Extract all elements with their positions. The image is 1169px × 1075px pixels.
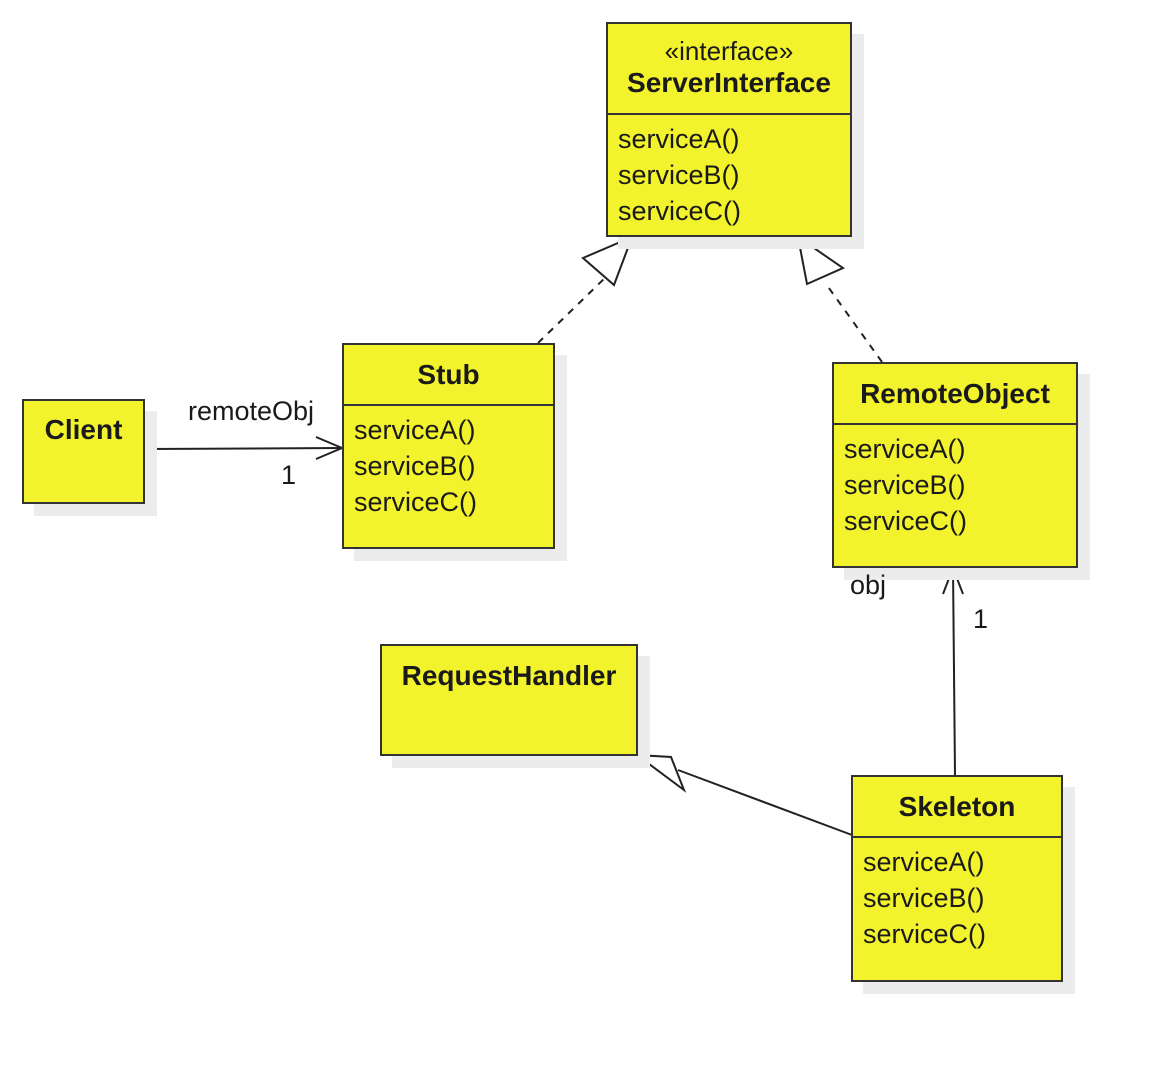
multiplicity-label-stub: 1: [281, 460, 297, 490]
operation: serviceC(): [618, 196, 742, 226]
stub-operations: serviceA() serviceB() serviceC(): [344, 406, 553, 520]
request-handler-header: RequestHandler: [382, 646, 636, 693]
stub-name: Stub: [417, 359, 480, 390]
client-header: Client: [24, 401, 143, 447]
skeleton-name: Skeleton: [898, 791, 1016, 822]
remote-object-name: RemoteObject: [860, 378, 1050, 409]
request-handler-name: RequestHandler: [401, 660, 617, 691]
remote-object-operations: serviceA() serviceB() serviceC(): [834, 425, 1076, 539]
server-interface-header: «interface» ServerInterface: [608, 24, 850, 115]
operation: serviceB(): [354, 451, 476, 481]
operation: serviceC(): [863, 919, 987, 949]
skeleton-remote-association-line: [952, 567, 956, 776]
remote-object-header: RemoteObject: [834, 364, 1076, 425]
remote-realization-line: [825, 283, 883, 363]
remote-object-class[interactable]: RemoteObject serviceA() serviceB() servi…: [832, 362, 1078, 568]
operation: serviceB(): [618, 160, 740, 190]
skeleton-class[interactable]: Skeleton serviceA() serviceB() serviceC(…: [851, 775, 1063, 982]
role-label-obj: obj: [850, 570, 887, 600]
stub-header: Stub: [344, 345, 553, 406]
skeleton-generalization-line: [677, 769, 853, 836]
stub-class[interactable]: Stub serviceA() serviceB() serviceC(): [342, 343, 555, 549]
server-interface-name: ServerInterface: [627, 67, 831, 98]
skeleton-operations: serviceA() serviceB() serviceC(): [853, 838, 1061, 952]
multiplicity-label-remote: 1: [973, 604, 989, 634]
request-handler-class[interactable]: RequestHandler: [380, 644, 638, 756]
client-name: Client: [44, 414, 123, 445]
operation: serviceC(): [844, 506, 968, 536]
stub-realization-line: [537, 274, 609, 344]
remote-realization-arrowhead: [796, 234, 846, 286]
skeleton-generalization-arrowhead: [633, 753, 687, 793]
stub-realization-arrowhead: [581, 235, 634, 287]
operation: serviceA(): [863, 847, 985, 877]
client-class[interactable]: Client: [22, 399, 145, 504]
operation: serviceA(): [844, 434, 966, 464]
role-label-remoteobj: remoteObj: [188, 396, 315, 426]
skeleton-remote-arrowhead: [942, 565, 964, 595]
server-interface-operations: serviceA() serviceB() serviceC(): [608, 115, 850, 229]
operation: serviceA(): [618, 124, 740, 154]
operation: serviceB(): [863, 883, 985, 913]
skeleton-header: Skeleton: [853, 777, 1061, 838]
client-stub-association-line: [143, 447, 343, 450]
operation: serviceC(): [354, 487, 478, 517]
operation: serviceB(): [844, 470, 966, 500]
operation: serviceA(): [354, 415, 476, 445]
interface-stereotype: «interface»: [664, 36, 794, 66]
server-interface-class[interactable]: «interface» ServerInterface serviceA() s…: [606, 22, 852, 237]
